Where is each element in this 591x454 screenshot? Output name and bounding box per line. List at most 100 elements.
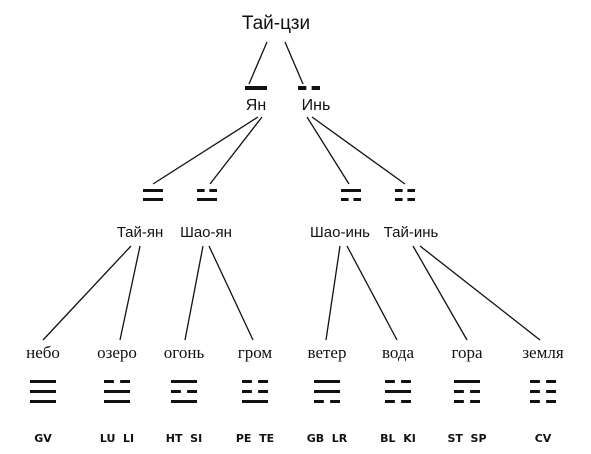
yin-line-segment — [401, 400, 411, 403]
yin-line-segment — [258, 390, 268, 393]
yin-line-segment — [187, 390, 197, 393]
yang-line — [30, 390, 56, 393]
yang-label: Ян — [246, 97, 266, 114]
meridian-codes: BL KI — [380, 432, 416, 445]
edge-root-yin — [284, 41, 304, 85]
trigram-name: ветер — [308, 343, 347, 362]
yin-line-segment — [470, 390, 480, 393]
edge-shaoyin-veter — [325, 245, 341, 341]
meridian-codes: CV — [535, 432, 552, 445]
yin-line-segment — [530, 390, 540, 393]
edge-taiyin-gora — [412, 245, 468, 341]
meridian-codes: HT SI — [166, 432, 202, 445]
edge-yang-taiyang — [152, 116, 259, 185]
meridian-codes: PE TE — [236, 432, 274, 445]
trigram-name: огонь — [164, 343, 205, 362]
edge-shaoyang-ogon — [184, 245, 204, 341]
symbol-tai-yang — [143, 189, 163, 201]
edge-taiyang-ozero — [119, 245, 141, 341]
trigram-2: огонь HT SI — [164, 343, 205, 445]
yang-line — [314, 380, 340, 383]
yin-line-segment — [314, 400, 324, 403]
yang-line — [143, 189, 163, 192]
shao-yang-label: Шао-ян — [180, 224, 232, 241]
yin-line-segment — [330, 400, 340, 403]
yang-line — [30, 380, 56, 383]
trigram-symbol — [30, 380, 56, 403]
trigram-3: гром PE TE — [236, 343, 274, 445]
yin-line-segment — [197, 189, 205, 192]
meridian-codes: GB LR — [307, 432, 348, 445]
yin-line-segment — [530, 380, 540, 383]
trigram-4: ветер GB LR — [307, 343, 348, 445]
yin-line-segment — [242, 380, 252, 383]
trigram-name: гром — [238, 343, 273, 362]
yin-line-segment — [385, 380, 395, 383]
yin-line-segment — [258, 380, 268, 383]
edge-yin-taiyin — [311, 116, 406, 185]
yin-line-segment — [341, 198, 349, 201]
yin-line-segment — [546, 390, 556, 393]
yin-line-segment — [171, 390, 181, 393]
yin-line-segment — [546, 380, 556, 383]
yang-line — [30, 400, 56, 403]
meridian-codes: GV — [34, 432, 52, 445]
symbol-shao-yin — [341, 189, 361, 201]
yang-line — [171, 400, 197, 403]
trigram-name: озеро — [97, 343, 137, 362]
yang-line — [197, 198, 217, 201]
yin-label: Инь — [302, 97, 331, 114]
yin-line-segment — [454, 390, 464, 393]
trigram-symbol — [171, 380, 197, 403]
edge-taiyin-zemlya — [419, 245, 541, 341]
meridian-codes: LU LI — [100, 432, 134, 445]
yin-line-segment — [530, 400, 540, 403]
yin-line-segment — [209, 189, 217, 192]
yang-line — [104, 390, 130, 393]
trigram-symbol — [530, 380, 556, 403]
yang-line — [385, 390, 411, 393]
trigram-name: небо — [26, 343, 60, 362]
trigram-symbol — [385, 380, 411, 403]
tai-yang-label: Тай-ян — [117, 224, 164, 241]
yin-line-segment — [546, 400, 556, 403]
edge-yin-shaoyin — [306, 116, 350, 185]
root-label: Тай-цзи — [242, 13, 310, 34]
edge-yang-shaoyang — [209, 116, 263, 185]
yin-line-segment — [454, 400, 464, 403]
meridian-codes: ST SP — [447, 432, 486, 445]
yin-line-segment — [470, 400, 480, 403]
yin-line-segment — [407, 189, 415, 192]
edge-root-yang — [248, 41, 268, 85]
yin-line-segment — [385, 400, 395, 403]
yang-line — [104, 400, 130, 403]
trigram-symbol — [104, 380, 130, 403]
yin-line-segment — [395, 198, 403, 201]
symbol-yin — [298, 86, 320, 90]
tai-yin-label: Тай-инь — [384, 224, 439, 241]
yin-line-segment — [353, 198, 361, 201]
yang-line — [341, 189, 361, 192]
yin-line-segment — [407, 198, 415, 201]
shao-yin-label: Шао-инь — [310, 224, 370, 241]
yin-line-segment — [395, 189, 403, 192]
yang-line — [314, 390, 340, 393]
edge-shaoyang-grom — [208, 245, 254, 341]
yin-line-segment — [298, 86, 307, 90]
symbol-tai-yin — [395, 189, 415, 201]
trigram-symbol — [242, 380, 268, 403]
yin-line-segment — [120, 380, 130, 383]
yin-line-segment — [311, 86, 320, 90]
yang-line — [171, 380, 197, 383]
symbol-shao-yang — [197, 189, 217, 201]
trigram-1: озеро LU LI — [97, 343, 137, 445]
tree-edges — [42, 41, 541, 341]
yin-line-segment — [242, 390, 252, 393]
edge-taiyang-nebo — [42, 245, 132, 341]
yang-line — [245, 86, 267, 90]
